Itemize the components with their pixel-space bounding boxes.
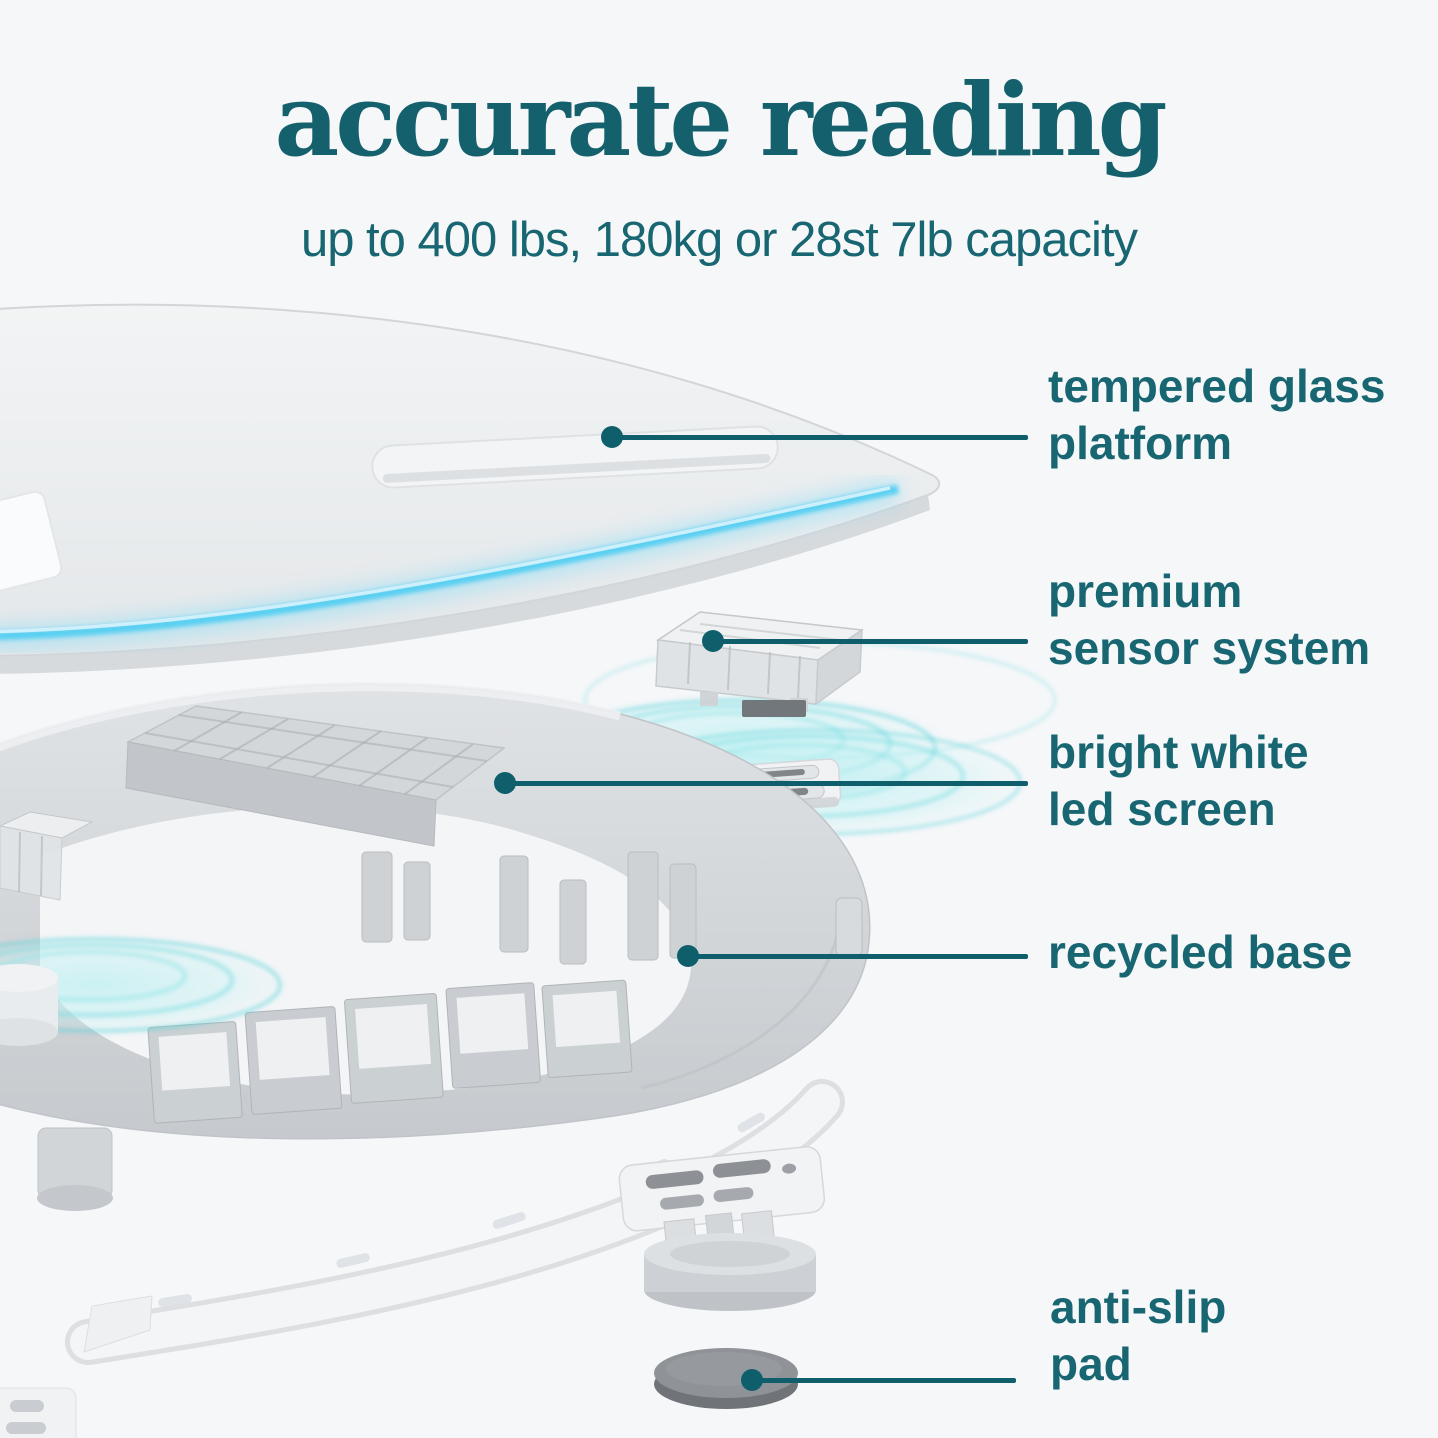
callout-line [612, 435, 1028, 440]
anti-slip-pad-illustration [654, 1348, 798, 1409]
glass-platform-illustration [0, 303, 941, 674]
callout-label: anti-slip pad [1050, 1281, 1227, 1390]
base-compartments [147, 979, 633, 1124]
callout-line [505, 781, 1028, 786]
callout-dot [741, 1369, 763, 1391]
header: accurate reading up to 400 lbs, 180kg or… [0, 0, 1438, 265]
page-subtitle: up to 400 lbs, 180kg or 28st 7lb capacit… [300, 213, 1138, 267]
callout-dot [494, 772, 516, 794]
callout-dot [601, 426, 623, 448]
base-left-sensor [0, 811, 290, 1035]
base-bottom-foot-stem [37, 1127, 113, 1211]
foot-assembly-illustration [618, 1146, 826, 1311]
corner-bracket-illustration [0, 1387, 77, 1438]
callout-line [752, 1378, 1016, 1383]
platform-logo-pill [371, 425, 779, 489]
callout-line [688, 954, 1028, 959]
base-left-foot [0, 964, 58, 1046]
callout-label: bright white led screen [1048, 726, 1309, 835]
page-title: accurate reading [274, 61, 1167, 179]
base-display-mold [125, 705, 506, 847]
callout-label: recycled base [1048, 926, 1353, 978]
callout-label: tempered glass platform [1048, 360, 1386, 469]
base-illustration [0, 682, 871, 1211]
base-ribs [361, 851, 863, 965]
callout-line [713, 639, 1028, 644]
callout-dot [677, 945, 699, 967]
platform-display-window [0, 490, 63, 594]
callout-dot [702, 630, 724, 652]
callout-label: premium sensor system [1048, 565, 1371, 674]
